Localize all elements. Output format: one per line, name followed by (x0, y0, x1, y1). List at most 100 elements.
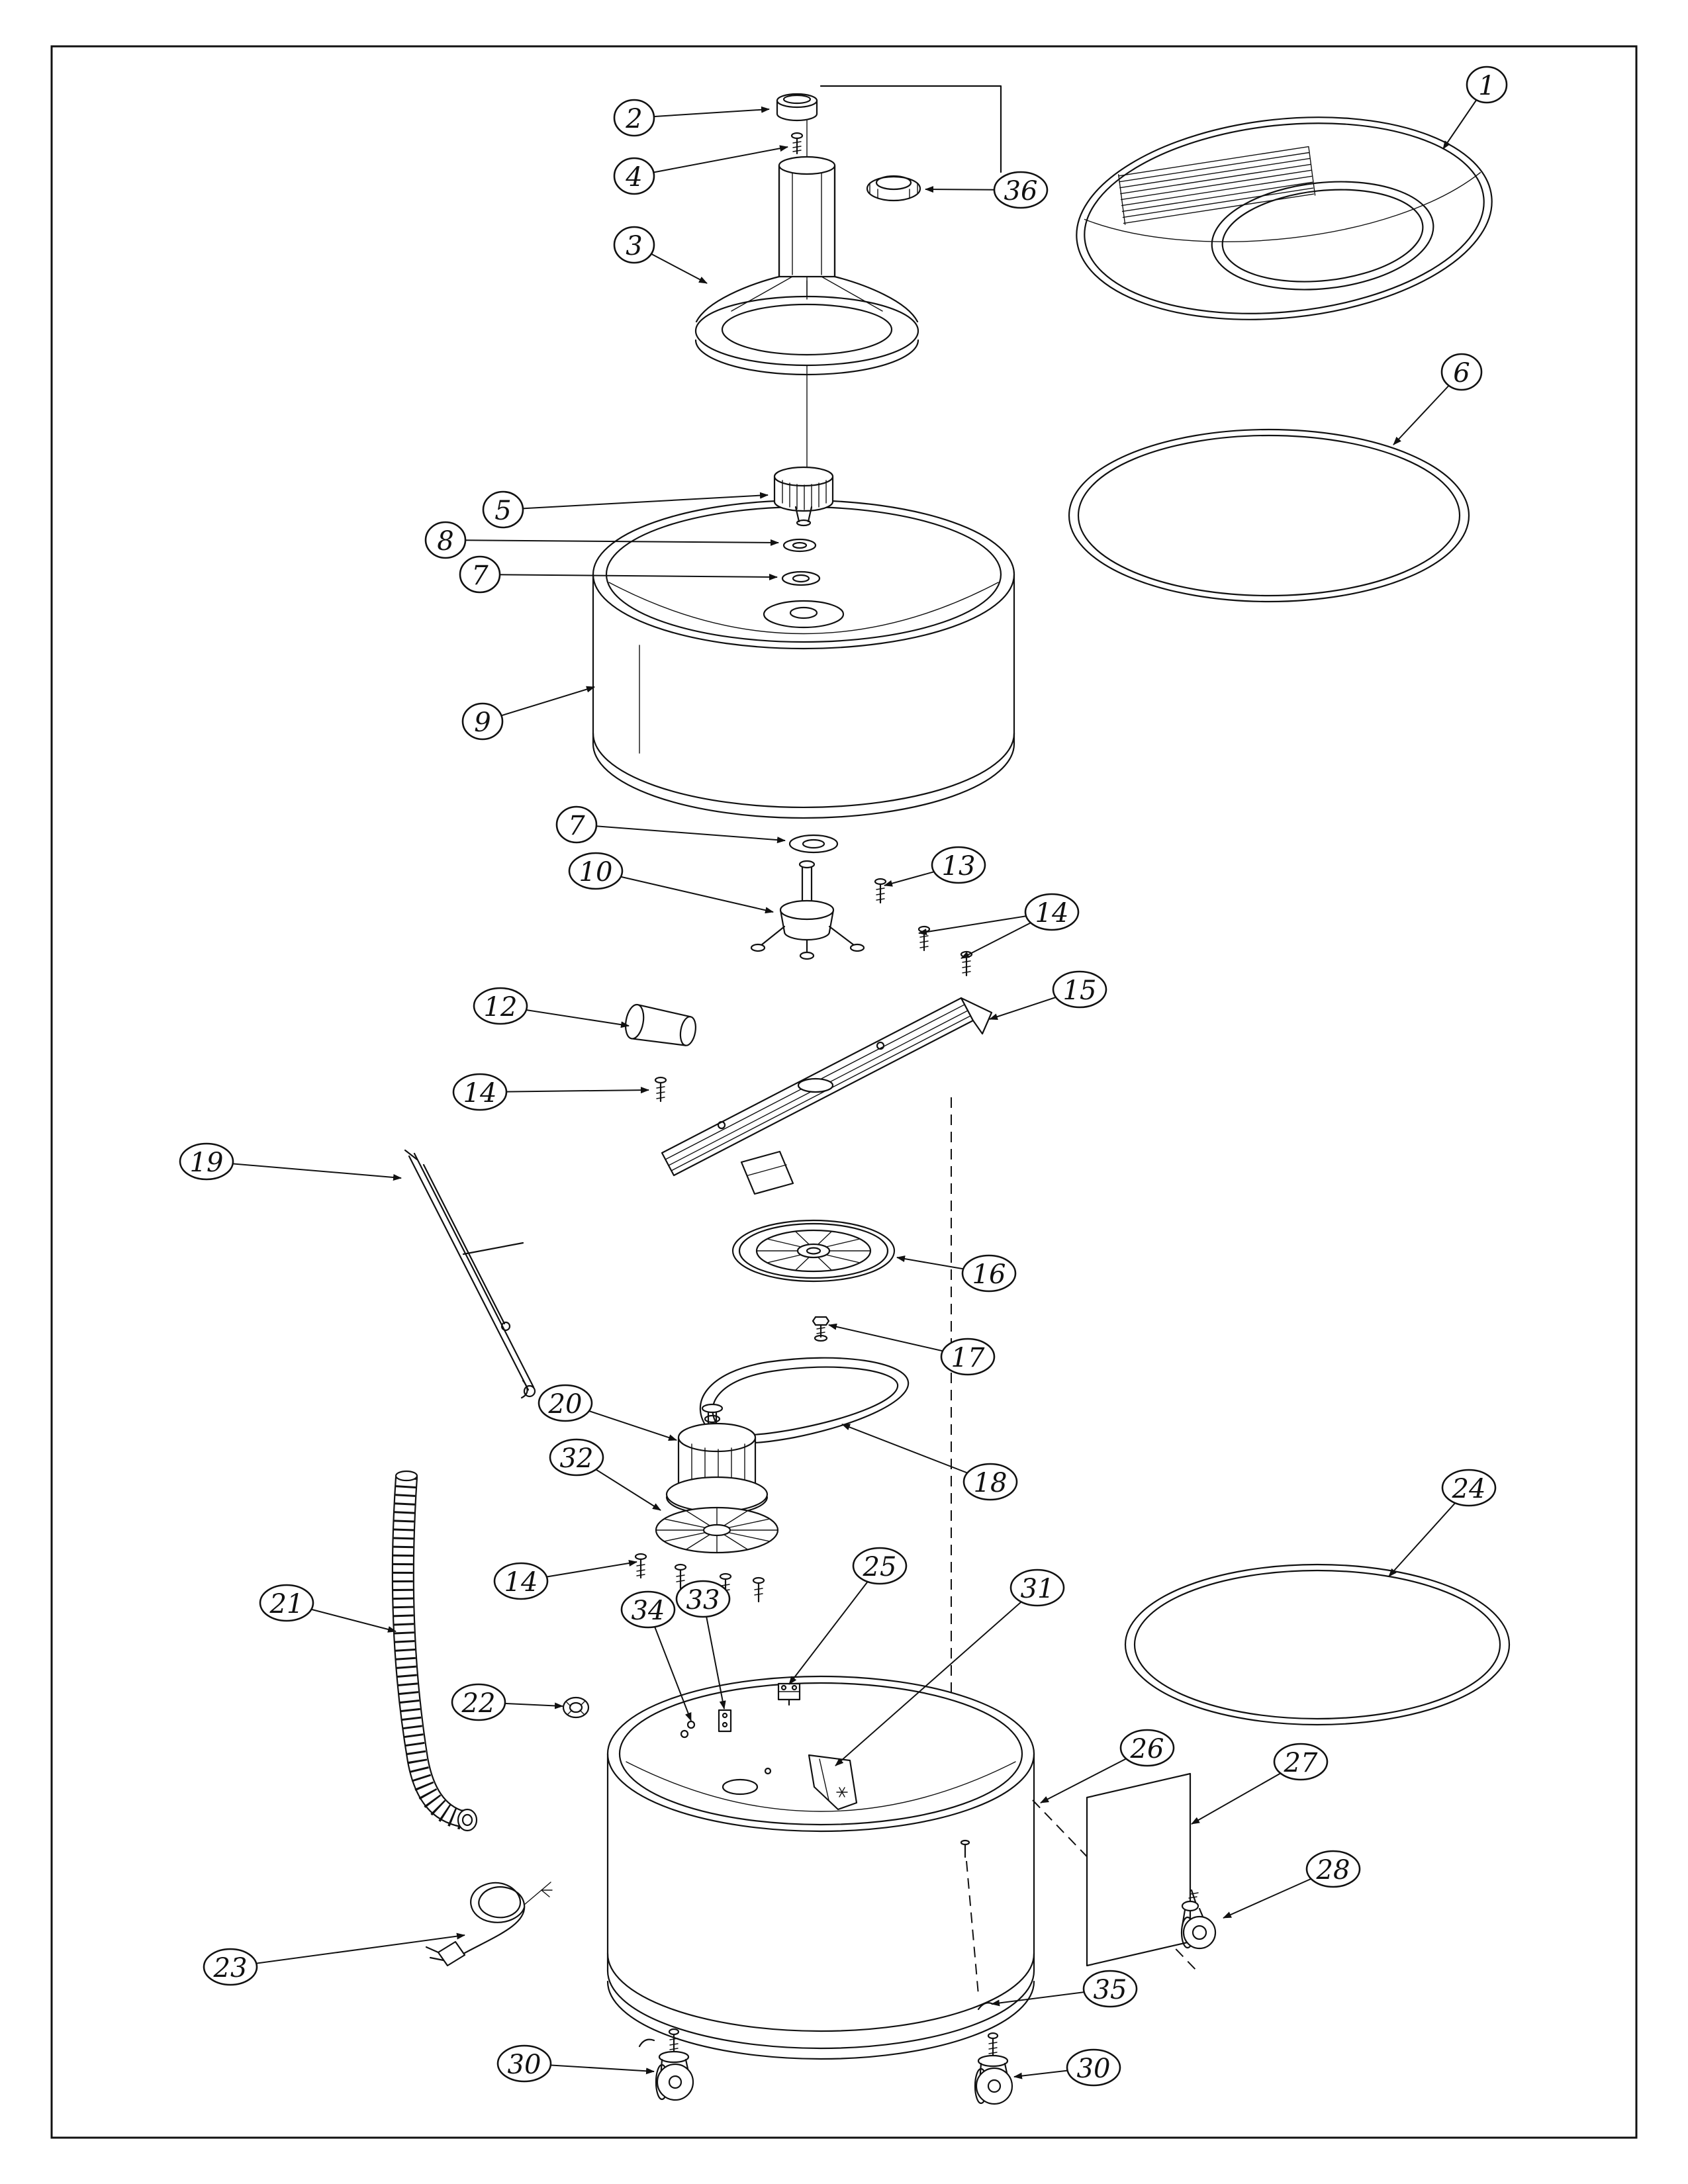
callout-number-2: 2 (625, 104, 642, 134)
callout-number-8: 8 (437, 526, 453, 557)
callout-bubble-22 (451, 1683, 506, 1721)
part-lid (1076, 116, 1493, 320)
part-washer-7b (788, 834, 839, 854)
callout-number-6: 6 (1453, 358, 1470, 388)
callout-number-14: 14 (504, 1567, 538, 1598)
part-screw-4 (790, 132, 804, 155)
callout-number-33: 33 (686, 1585, 720, 1615)
part-drive-block (773, 466, 834, 527)
callout-number-20: 20 (548, 1389, 583, 1420)
part-washer-7a (781, 570, 821, 586)
callout-bubble-17 (940, 1338, 996, 1376)
part-power-cord (425, 1882, 553, 1967)
part-screws-34 (680, 1720, 696, 1739)
callout-number-4: 4 (625, 162, 642, 193)
callout-number-1: 1 (1478, 71, 1495, 101)
part-motor (665, 1403, 769, 1516)
leader-line-23 (230, 1933, 465, 1968)
callout-number-19: 19 (190, 1148, 224, 1178)
leader-line-31 (835, 1587, 1038, 1766)
callout-number-14: 14 (1035, 898, 1069, 929)
callout-bubble-30 (496, 2044, 552, 2083)
callout-bubble-21 (259, 1584, 314, 1622)
callout-number-31: 31 (1021, 1574, 1055, 1604)
leader-line-10 (595, 870, 774, 914)
callout-bubble-14 (493, 1562, 549, 1600)
part-suspension-rods (404, 1149, 536, 1399)
callout-bubble-14 (452, 1073, 508, 1111)
part-capacitor (624, 1003, 696, 1046)
callout-number-21: 21 (269, 1589, 304, 1619)
callout-bubble-13 (931, 846, 986, 884)
callout-number-24: 24 (1452, 1474, 1486, 1504)
callout-number-9: 9 (474, 707, 491, 738)
callout-number-30: 30 (508, 2050, 541, 2080)
callout-bubble-2 (613, 99, 655, 137)
leader-line-5 (502, 492, 769, 510)
callout-number-35: 35 (1094, 1975, 1127, 2005)
callout-bubble-30 (1066, 2048, 1121, 2087)
part-panel (1086, 1772, 1192, 1967)
part-caster-30b (974, 2032, 1013, 2105)
callout-number-14: 14 (463, 1078, 497, 1109)
callout-bubble-8 (424, 521, 467, 559)
part-washer-8 (782, 538, 817, 553)
part-dispenser-cap (866, 175, 921, 202)
callout-number-12: 12 (484, 992, 518, 1023)
callout-bubble-23 (203, 1948, 258, 1986)
callout-number-7: 7 (568, 811, 585, 841)
callout-bubble-36 (993, 171, 1049, 209)
callout-number-5: 5 (494, 496, 511, 526)
callout-bubble-33 (675, 1580, 731, 1618)
part-caster-30a (655, 2028, 694, 2101)
callout-number-13: 13 (942, 851, 976, 882)
callout-bubble-34 (620, 1590, 676, 1629)
callout-bubble-6 (1440, 353, 1483, 391)
part-plate-33 (718, 1709, 732, 1733)
leader-line-19 (206, 1161, 402, 1181)
part-drain-hose (391, 1470, 478, 1832)
callout-bubble-26 (1119, 1729, 1175, 1767)
callout-number-18: 18 (974, 1468, 1008, 1498)
leader-line-4 (633, 145, 788, 177)
callout-bubble-5 (482, 490, 524, 529)
part-gearcase (750, 860, 865, 960)
part-brace-15 (661, 997, 993, 1195)
callout-number-27: 27 (1284, 1748, 1318, 1778)
callout-bubble-32 (549, 1438, 604, 1477)
callout-bubble-24 (1441, 1469, 1497, 1507)
leader-line-7 (576, 824, 786, 844)
callout-number-34: 34 (632, 1596, 665, 1626)
part-screw-14b (654, 1076, 667, 1103)
callout-bubble-14 (1024, 893, 1080, 931)
callout-bubble-7 (555, 805, 598, 844)
connector-line-36 (820, 85, 1002, 173)
part-caster-28 (1180, 1889, 1217, 1950)
leader-line-7 (479, 573, 778, 580)
leader-line-14 (479, 1087, 649, 1094)
part-outer-tub (606, 1675, 1035, 2060)
callout-bubble-27 (1273, 1743, 1329, 1781)
callout-number-17: 17 (951, 1343, 985, 1373)
callout-number-7: 7 (471, 561, 489, 591)
callout-bubble-7 (459, 555, 501, 594)
part-lid-switch (777, 1682, 801, 1706)
callout-number-23: 23 (213, 1953, 248, 1983)
callout-bubble-28 (1305, 1850, 1361, 1888)
callout-number-26: 26 (1130, 1734, 1164, 1764)
callout-bubble-18 (962, 1463, 1018, 1501)
callout-bubble-4 (613, 157, 655, 195)
callout-number-32: 32 (560, 1443, 594, 1474)
part-motor-mount (655, 1506, 779, 1554)
callout-number-36: 36 (1004, 176, 1038, 206)
callout-bubble-35 (1082, 1970, 1138, 2008)
callout-bubble-12 (473, 987, 528, 1025)
part-ring-24 (1124, 1563, 1511, 1726)
callout-number-25: 25 (863, 1552, 897, 1582)
callout-bubble-19 (179, 1142, 234, 1181)
leader-line-8 (445, 539, 779, 546)
part-screws-14c (634, 1553, 765, 1603)
part-belt (699, 1357, 910, 1444)
callout-number-3: 3 (626, 231, 642, 261)
